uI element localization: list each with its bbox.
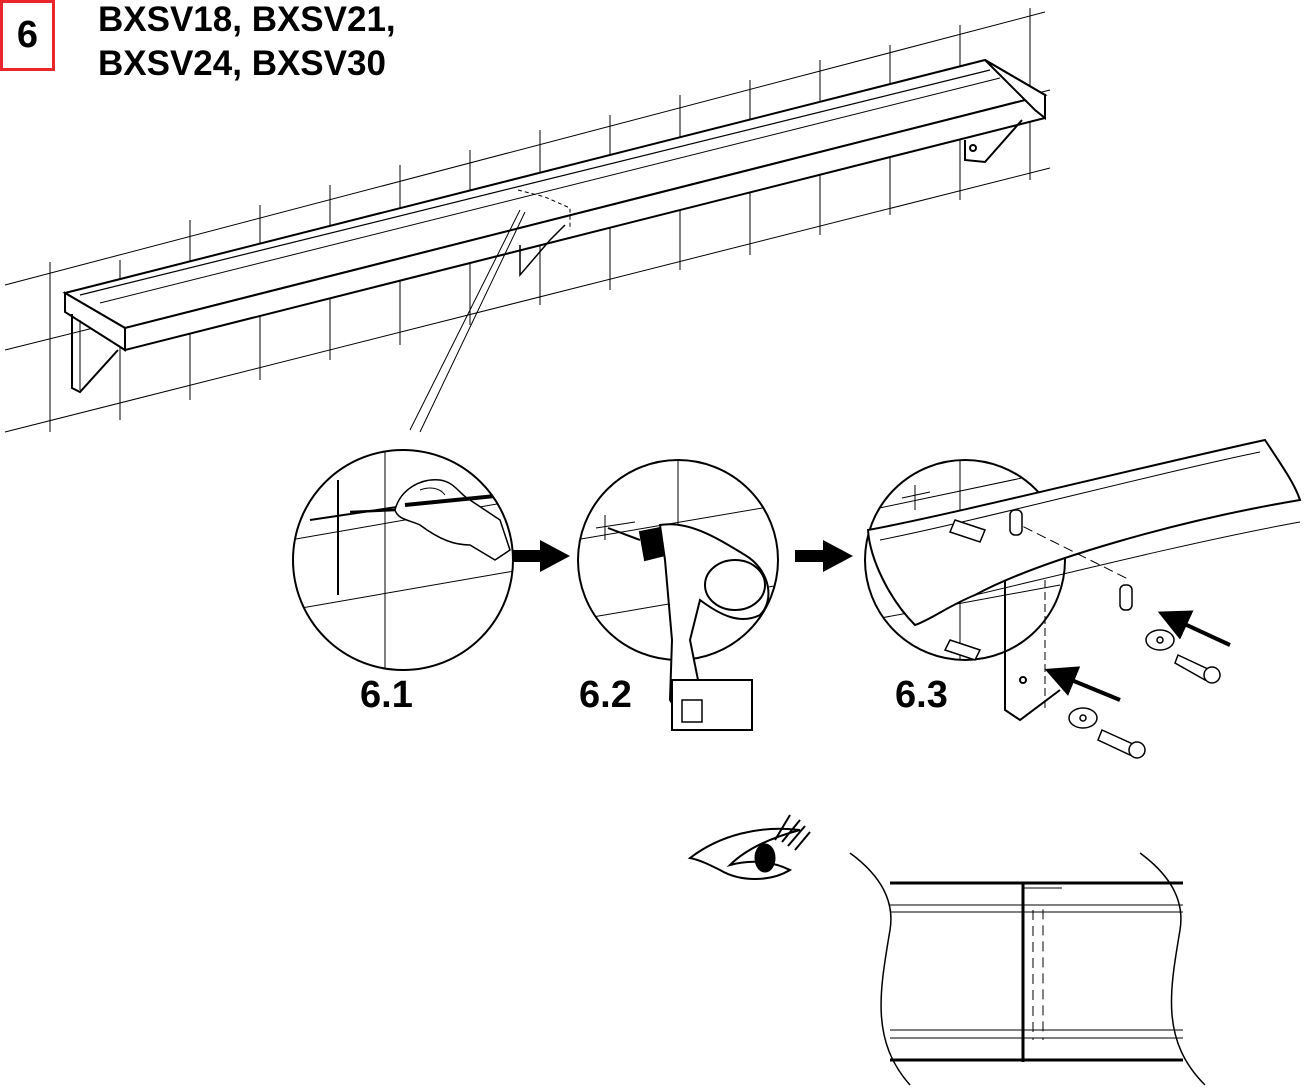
model-title-line-2: BXSV24, BXSV30 (98, 44, 386, 83)
wall-shelf (62, 58, 1048, 394)
step-6-1-marking-illustration (292, 449, 514, 671)
drill-icon (607, 523, 770, 732)
shelf-joint-detail (849, 852, 1206, 1086)
detail-callout-lines (409, 209, 526, 433)
model-title-line-1: BXSV18, BXSV21, (98, 0, 396, 39)
eye-icon (687, 814, 811, 880)
step-number: 6 (16, 14, 39, 56)
arrow-6-2-to-6-3-icon (795, 540, 853, 572)
arrow-6-1-to-6-2-icon (512, 540, 570, 572)
model-title: BXSV18, BXSV21, BXSV24, BXSV30 (98, 0, 396, 86)
step-6-2-label: 6.2 (579, 674, 632, 716)
step-6-1-label: 6.1 (360, 674, 413, 716)
step-6-2-drilling-illustration (577, 459, 779, 732)
step-number-badge: 6 (0, 0, 55, 71)
step-6-3-label: 6.3 (895, 674, 948, 716)
